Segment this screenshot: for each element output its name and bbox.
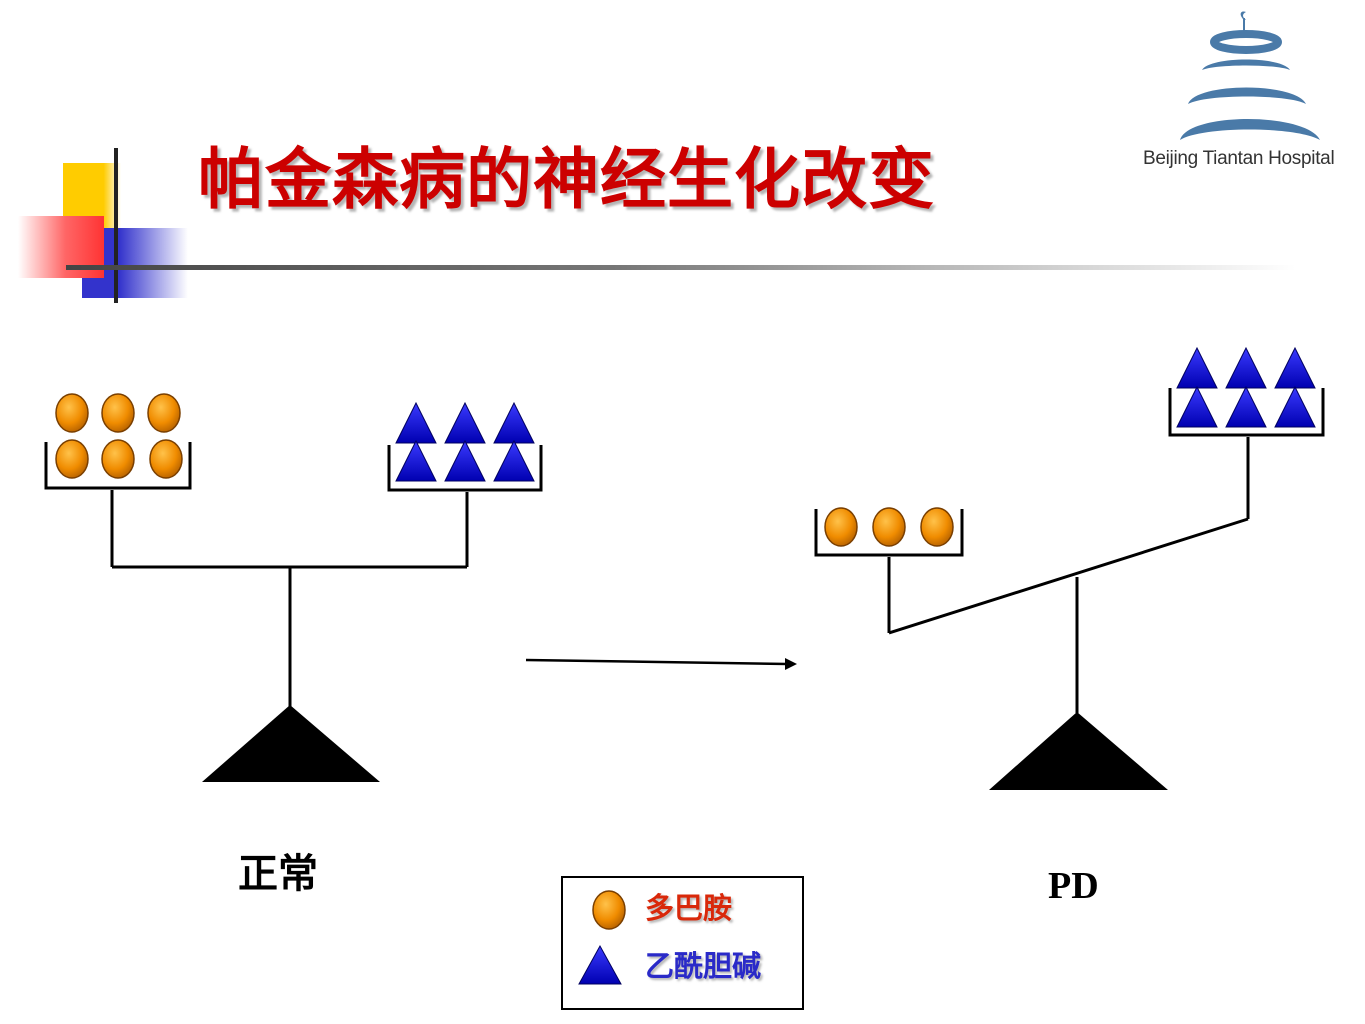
pd-balance-frame [887, 437, 1250, 713]
normal-balance-frame [110, 490, 469, 707]
acetylcholine-triangle [395, 439, 437, 482]
dopamine-circle [55, 393, 89, 433]
normal-left-pan [44, 393, 192, 490]
acetylcholine-triangle [1225, 385, 1267, 428]
normal-dopamine-circles [55, 393, 183, 479]
normal-fulcrum [202, 705, 380, 782]
page-title: 帕金森病的神经生化改变 [198, 141, 935, 218]
label-pd: PD [1048, 865, 1099, 907]
acetylcholine-triangle [444, 401, 486, 444]
acetylcholine-triangle [1274, 385, 1316, 428]
acetylcholine-triangle [444, 439, 486, 482]
label-normal: 正常 [238, 850, 318, 897]
dopamine-circle [149, 439, 183, 479]
pd-fulcrum [989, 712, 1168, 790]
acetylcholine-triangle [1176, 385, 1218, 428]
acetylcholine-triangle [1176, 346, 1218, 389]
normal-acetylcholine-triangles [395, 401, 535, 482]
dopamine-circle [920, 507, 954, 547]
legend-label-dopamine: 多巴胺 [645, 891, 733, 925]
logo-text: Beijing Tiantan Hospital [1143, 148, 1335, 169]
pd-right-pan [1168, 346, 1325, 437]
dopamine-circle [872, 507, 906, 547]
acetylcholine-triangle [493, 439, 535, 482]
acetylcholine-triangle [493, 401, 535, 444]
dopamine-circle [101, 439, 135, 479]
acetylcholine-triangle [1225, 346, 1267, 389]
pd-acetylcholine-triangles [1176, 346, 1316, 428]
dopamine-circle [55, 439, 89, 479]
legend: 多巴胺 乙酰胆碱 [561, 876, 804, 1010]
dopamine-circle [824, 507, 858, 547]
blue-triangle-icon [578, 944, 622, 985]
legend-label-acetylcholine: 乙酰胆碱 [645, 949, 762, 983]
temple-of-heaven-icon [1180, 11, 1320, 140]
normal-right-pan [387, 401, 543, 492]
legend-item-acetylcholine: 乙酰胆碱 [563, 942, 802, 992]
orange-circle-icon [592, 890, 626, 930]
pd-left-pan [814, 507, 964, 557]
dopamine-circle [147, 393, 181, 433]
pd-dopamine-circles [824, 507, 954, 547]
acetylcholine-triangle [395, 401, 437, 444]
legend-item-dopamine: 多巴胺 [563, 884, 802, 934]
transition-arrow [525, 658, 797, 670]
decor-vertical-line [114, 148, 118, 303]
dopamine-circle [101, 393, 135, 433]
title-underline [66, 265, 1296, 270]
acetylcholine-triangle [1274, 346, 1316, 389]
